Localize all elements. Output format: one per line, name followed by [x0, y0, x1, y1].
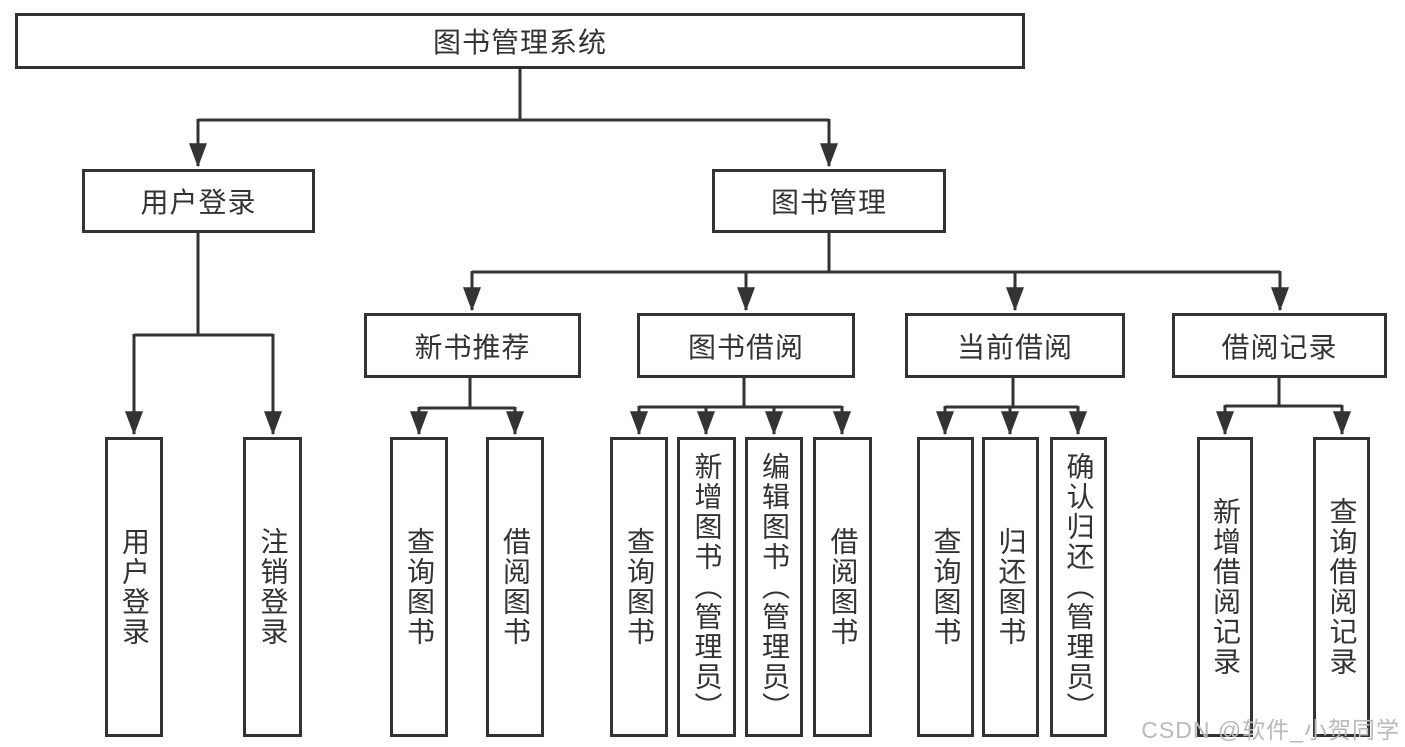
leaf-borrow-borrow-book-label: 借阅图书 — [827, 527, 859, 647]
csdn-watermark: CSDN @软件_小贺同学 — [1141, 717, 1400, 743]
leaf-user-login-label: 用户登录 — [119, 527, 150, 647]
node-borrow-records-label: 借阅记录 — [1221, 331, 1338, 363]
leaf-borrow-add-book-label: 新增图书（管理员） — [691, 452, 723, 722]
node-book-management: 图书管理 — [712, 169, 946, 233]
leaf-records-add-record: 新增借阅记录 — [1197, 437, 1253, 737]
leaf-borrow-query-book: 查询图书 — [610, 437, 668, 737]
leaf-current-return-book: 归还图书 — [982, 437, 1039, 737]
leaf-logout-label: 注销登录 — [257, 527, 289, 647]
leaf-records-query-record-label: 查询借阅记录 — [1326, 497, 1358, 677]
leaf-current-confirm-return-label: 确认归还（管理员） — [1063, 452, 1095, 722]
node-user-login: 用户登录 — [82, 169, 315, 233]
leaf-current-return-book-label: 归还图书 — [995, 527, 1027, 647]
leaf-records-query-record: 查询借阅记录 — [1313, 437, 1370, 737]
node-user-login-label: 用户登录 — [140, 187, 257, 218]
leaf-current-confirm-return: 确认归还（管理员） — [1050, 437, 1107, 737]
node-book-management-label: 图书管理 — [770, 187, 887, 218]
node-new-book-recommend: 新书推荐 — [364, 313, 581, 378]
leaf-recommend-borrow-book-label: 借阅图书 — [500, 527, 531, 647]
leaf-borrow-edit-book: 编辑图书（管理员） — [745, 437, 803, 737]
node-borrow-records: 借阅记录 — [1172, 313, 1387, 378]
node-new-book-recommend-label: 新书推荐 — [414, 331, 531, 363]
node-root: 图书管理系统 — [15, 13, 1025, 69]
node-book-borrow-label: 图书借阅 — [687, 331, 804, 363]
leaf-borrow-add-book: 新增图书（管理员） — [677, 437, 736, 737]
node-current-borrow: 当前借阅 — [905, 313, 1125, 378]
leaf-borrow-query-book-label: 查询图书 — [624, 527, 655, 647]
leaf-user-login: 用户登录 — [105, 437, 163, 737]
leaf-recommend-query-book: 查询图书 — [390, 437, 448, 737]
leaf-recommend-borrow-book: 借阅图书 — [486, 437, 544, 737]
leaf-current-query-book-label: 查询图书 — [930, 527, 962, 647]
leaf-records-add-record-label: 新增借阅记录 — [1210, 497, 1241, 677]
leaf-logout: 注销登录 — [243, 437, 302, 737]
node-current-borrow-label: 当前借阅 — [956, 331, 1073, 363]
node-book-borrow: 图书借阅 — [637, 313, 855, 378]
leaf-borrow-edit-book-label: 编辑图书（管理员） — [759, 452, 790, 722]
node-root-label: 图书管理系统 — [432, 27, 607, 58]
leaf-borrow-borrow-book: 借阅图书 — [813, 437, 872, 737]
leaf-recommend-query-book-label: 查询图书 — [404, 527, 435, 647]
leaf-current-query-book: 查询图书 — [917, 437, 974, 737]
